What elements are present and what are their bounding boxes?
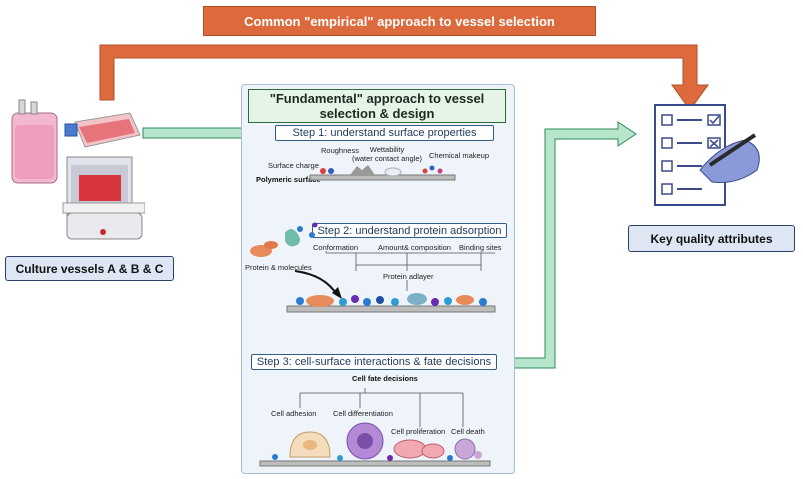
culture-bag-icon (11, 99, 58, 184)
cell-proliferation-label: Cell proliferation (391, 427, 446, 436)
amount-composition-label: Amount& composition (378, 243, 451, 252)
conformation-label: Conformation (313, 243, 359, 252)
culture-vessels-label: Culture vessels A & B & C (5, 256, 174, 281)
cell-death-label: Cell death (451, 427, 485, 436)
step3-box: Step 3: cell-surface interactions & fate… (251, 354, 497, 370)
cell-adhesion-label: Cell adhesion (271, 409, 317, 418)
pencil-hand-icon (699, 133, 760, 183)
step1-box: Step 1: understand surface properties (275, 125, 494, 141)
binding-sites-label: Binding sites (459, 243, 502, 252)
culture-flask-icon (64, 112, 141, 148)
protein-adlayer-label: Protein adlayer (383, 272, 434, 281)
checklist-clipboard-icon (654, 104, 760, 206)
protein-molecules-label: Protein & molecules (245, 263, 312, 272)
step2-box: Step 2: understand protein adsorption (312, 223, 507, 238)
polymeric-surface-illustration (309, 165, 456, 181)
well-plate-icon (62, 156, 145, 240)
cell-fate-label: Cell fate decisions (352, 374, 418, 383)
culture-vessels-illustration (11, 99, 145, 240)
arrow-to-quality (496, 121, 637, 369)
wettability-line2: (water contact angle) (351, 154, 423, 163)
polymeric-surface-label: Polymeric surface (256, 175, 321, 184)
fundamental-panel (241, 84, 515, 474)
wettability-line1: Wettability (369, 145, 405, 154)
chemical-makeup-label: Chemical makeup (429, 151, 490, 160)
roughness-label: Roughness (321, 146, 359, 155)
cell-differentiation-label: Cell differentiation (333, 409, 393, 418)
protein-adsorption-illustration (250, 222, 496, 313)
cell-fate-illustration (259, 388, 491, 467)
fundamental-title: "Fundamental" approach to vessel selecti… (248, 89, 506, 123)
empirical-approach-box: Common "empirical" approach to vessel se… (203, 6, 596, 36)
surface-charge-label: Surface charge (268, 161, 319, 170)
key-quality-label: Key quality attributes (628, 225, 795, 252)
empirical-arrow (99, 44, 709, 111)
wettability-label: Wettability (water contact angle) (351, 145, 423, 163)
